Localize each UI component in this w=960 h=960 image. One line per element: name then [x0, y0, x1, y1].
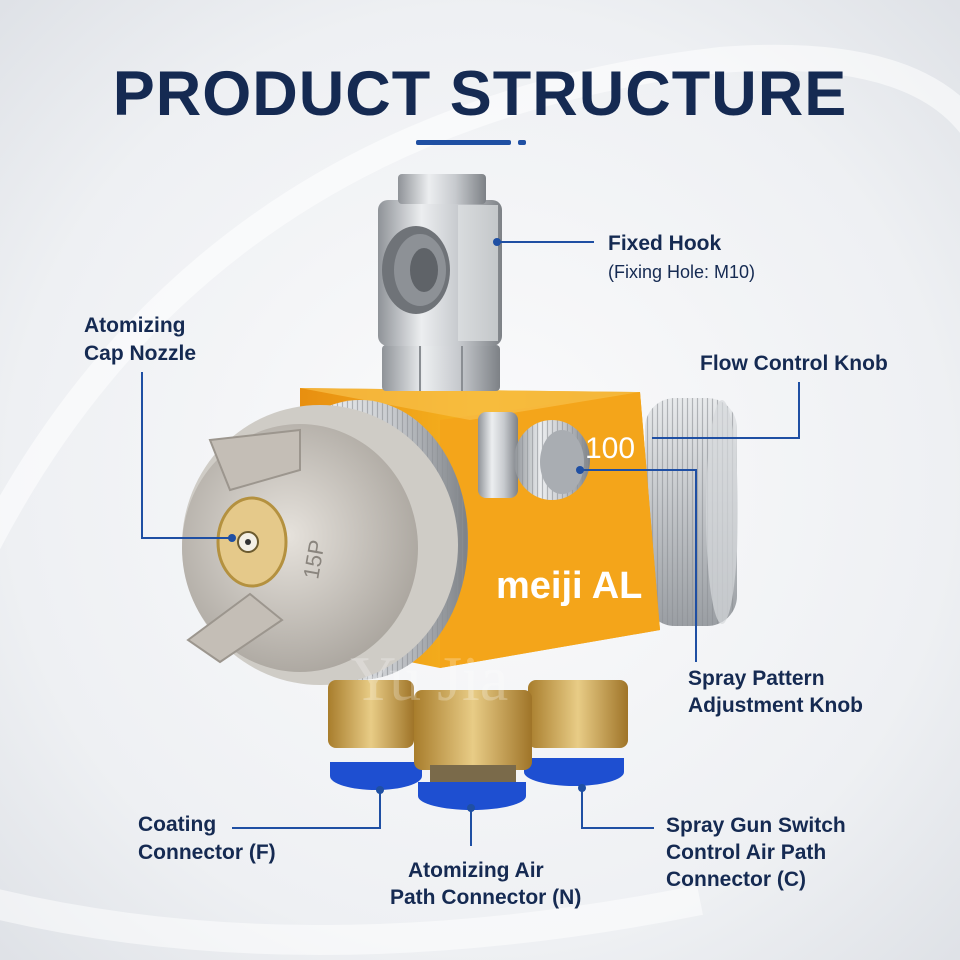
leader-coating	[232, 790, 381, 829]
label-flow-control-knob: Flow Control Knob	[700, 352, 888, 375]
fitting-atomizing	[414, 690, 532, 810]
label-spray-pattern-line1: Spray Pattern	[688, 667, 825, 690]
spray-pattern-knob	[478, 412, 590, 500]
label-atomizing-cap-line1: Atomizing	[84, 314, 186, 337]
flow-control-knob	[645, 398, 738, 626]
fitting-switch	[524, 680, 628, 786]
label-coating-line1: Coating	[138, 813, 217, 836]
page-title: PRODUCT STRUCTURE	[112, 59, 848, 129]
atomizing-cap: 15P	[182, 400, 468, 685]
leader-flow-control	[652, 382, 800, 439]
label-switch-line1: Spray Gun Switch	[666, 814, 846, 837]
label-atomizing-cap-line2: Cap Nozzle	[84, 342, 197, 365]
body-number: 100	[585, 432, 635, 465]
label-spray-pattern-line2: Adjustment Knob	[688, 694, 863, 717]
label-atomizing-air-line1: Atomizing Air	[408, 859, 544, 882]
leader-spray-pattern	[580, 469, 697, 662]
label-atomizing-air-line2: Path Connector (N)	[390, 886, 582, 909]
fixed-hook	[378, 174, 502, 391]
leader-atomizing-cap	[141, 372, 232, 539]
leader-switch	[581, 788, 654, 829]
label-switch-line2: Control Air Path	[666, 841, 827, 864]
label-fixed-hook-detail: (Fixing Hole: M10)	[608, 262, 756, 282]
title-underline-dot	[518, 140, 526, 145]
brand-logo: meiji AL	[496, 565, 642, 607]
label-coating-line2: Connector (F)	[138, 841, 276, 864]
label-switch-line3: Connector (C)	[666, 868, 806, 891]
watermark: Yu Jia	[350, 643, 508, 714]
title-underline	[416, 140, 511, 145]
label-fixed-hook: Fixed Hook	[608, 232, 722, 255]
fitting-coating	[328, 680, 422, 790]
